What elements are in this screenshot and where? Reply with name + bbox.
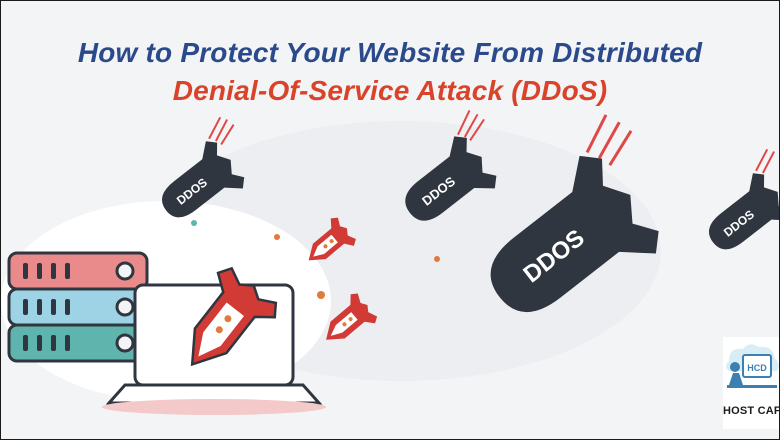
decor-dot xyxy=(317,291,325,299)
rocket-large xyxy=(190,266,278,367)
title-line-2: Denial-Of-Service Attack (DDoS) xyxy=(172,75,608,106)
host-cafe-logo: HCD HOST CAFE xyxy=(723,337,779,429)
rocket-small-2 xyxy=(326,293,378,340)
ddos-bomb-3: DDOS xyxy=(490,114,659,312)
decor-dot xyxy=(191,220,197,226)
title-line-1: How to Protect Your Website From Distrib… xyxy=(77,37,703,68)
server-stack xyxy=(7,251,149,363)
rocket-small-1 xyxy=(308,217,356,261)
ddos-bomb-1: DDOS xyxy=(161,116,245,218)
laptop-shadow xyxy=(102,399,326,415)
logo-name: HOST CAFE xyxy=(723,405,779,417)
ddos-bomb-4: DDOS xyxy=(708,148,779,250)
logo-graphic: HCD xyxy=(726,344,779,388)
decor-dot xyxy=(274,234,280,240)
logo-inner-text: HCD xyxy=(747,363,767,373)
laptop-base xyxy=(105,383,323,405)
ddos-bomb-2: DDOS xyxy=(405,110,497,221)
decor-dot xyxy=(434,256,440,262)
